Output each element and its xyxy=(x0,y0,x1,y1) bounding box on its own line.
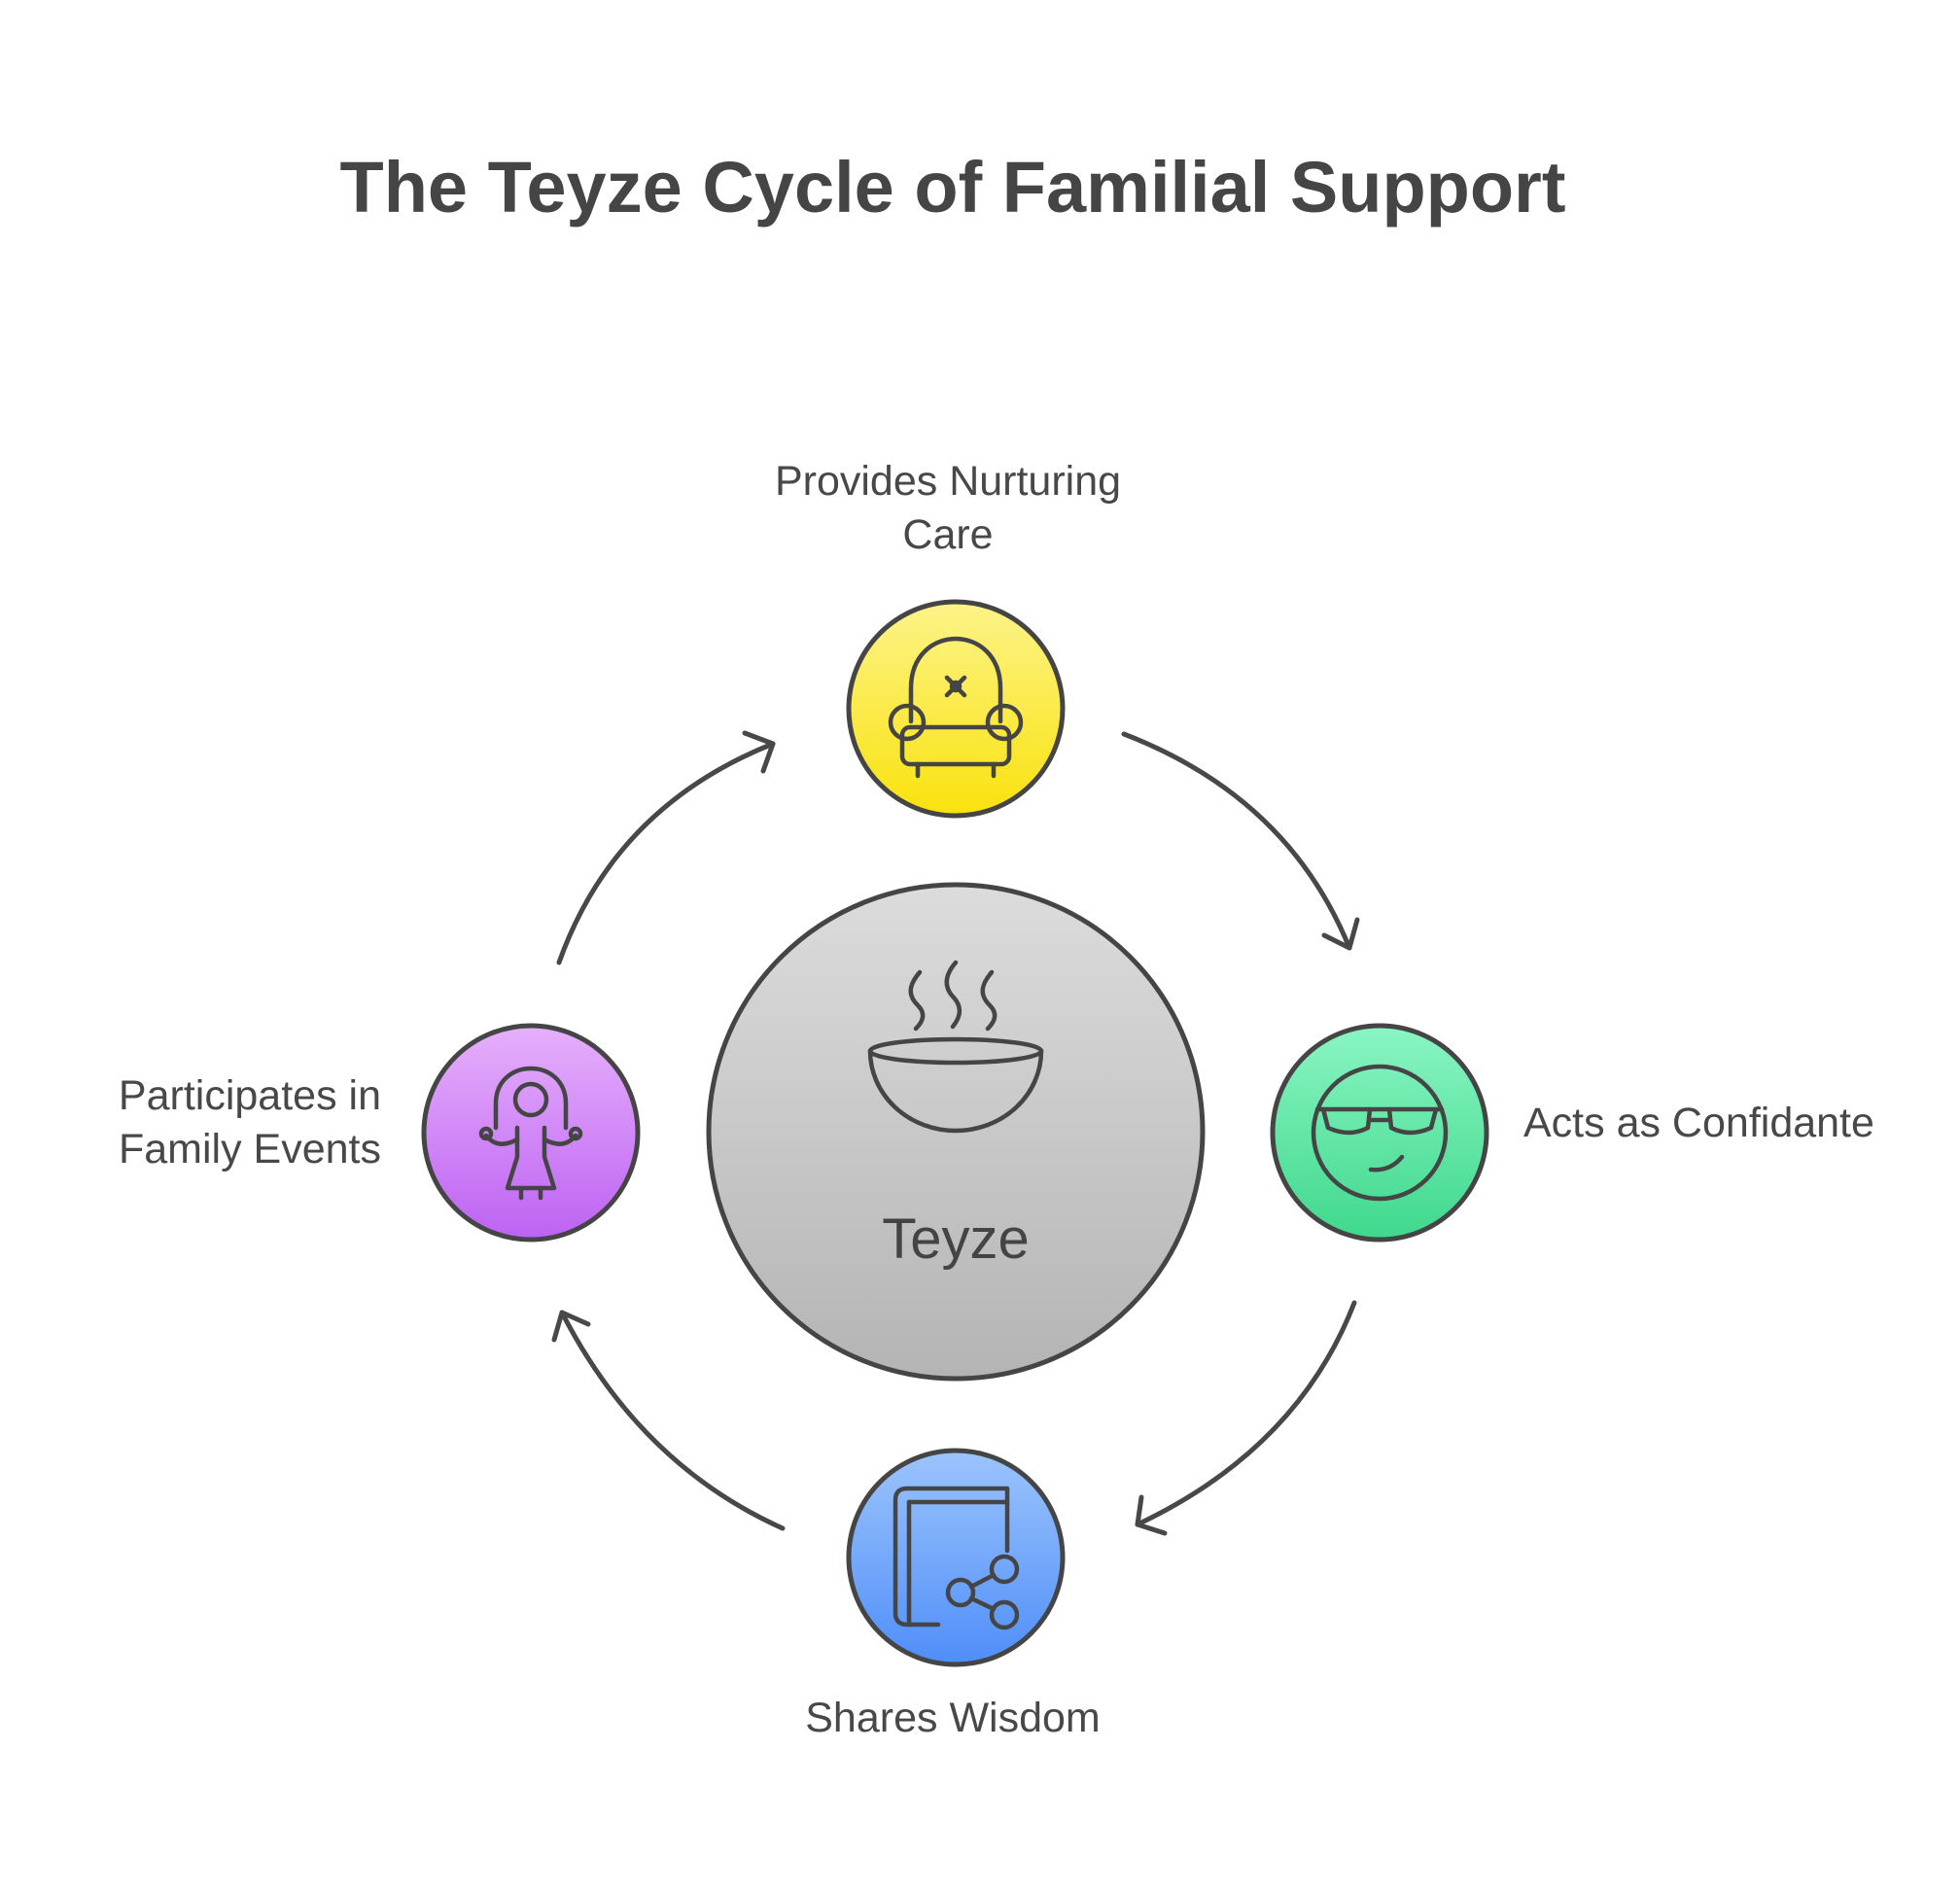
armchair-icon xyxy=(888,636,1024,779)
step-label-provides-nurturing-care: Provides Nurturing Care xyxy=(685,455,1210,562)
step-circle xyxy=(846,599,1066,819)
step-node-provides-nurturing-care xyxy=(846,599,1066,819)
step-circle xyxy=(846,1448,1066,1667)
steaming-bowl-icon xyxy=(867,960,1044,1134)
sunglasses-face-icon xyxy=(1311,1064,1449,1202)
step-label-line: Shares Wisdom xyxy=(805,1695,1101,1741)
step-circle xyxy=(1270,1023,1489,1242)
cycle-arrow-right-to-bottom xyxy=(1135,1300,1357,1536)
step-label-acts-as-confidante: Acts as Confidante xyxy=(1523,1097,1874,1150)
step-node-shares-wisdom xyxy=(846,1448,1066,1667)
cycle-arrow-top-to-right xyxy=(1121,731,1360,951)
step-label-participates-in-family-events: Participates in Family Events xyxy=(39,1069,381,1176)
book-share-icon xyxy=(892,1486,1020,1630)
step-label-shares-wisdom: Shares Wisdom xyxy=(690,1692,1215,1745)
page-title: The Teyze Cycle of Familial Support xyxy=(339,147,1566,228)
center-label: Teyze xyxy=(882,1208,1030,1271)
center-node-teyze: Teyze xyxy=(706,882,1206,1382)
step-label-line: Provides Nurturing xyxy=(774,458,1122,505)
step-node-participates-in-family-events xyxy=(421,1023,641,1242)
step-node-acts-as-confidante xyxy=(1270,1023,1489,1242)
step-label-line: Acts as Confidante xyxy=(1523,1100,1874,1146)
cycle-arrow-bottom-to-left xyxy=(551,1310,786,1531)
child-jump-rope-icon xyxy=(478,1066,583,1201)
cycle-arrow-left-to-top xyxy=(556,730,776,965)
step-label-line: Care xyxy=(902,511,994,558)
step-label-line: Family Events xyxy=(118,1126,381,1172)
step-label-line: Participates in xyxy=(118,1072,381,1119)
step-circle xyxy=(421,1023,641,1242)
